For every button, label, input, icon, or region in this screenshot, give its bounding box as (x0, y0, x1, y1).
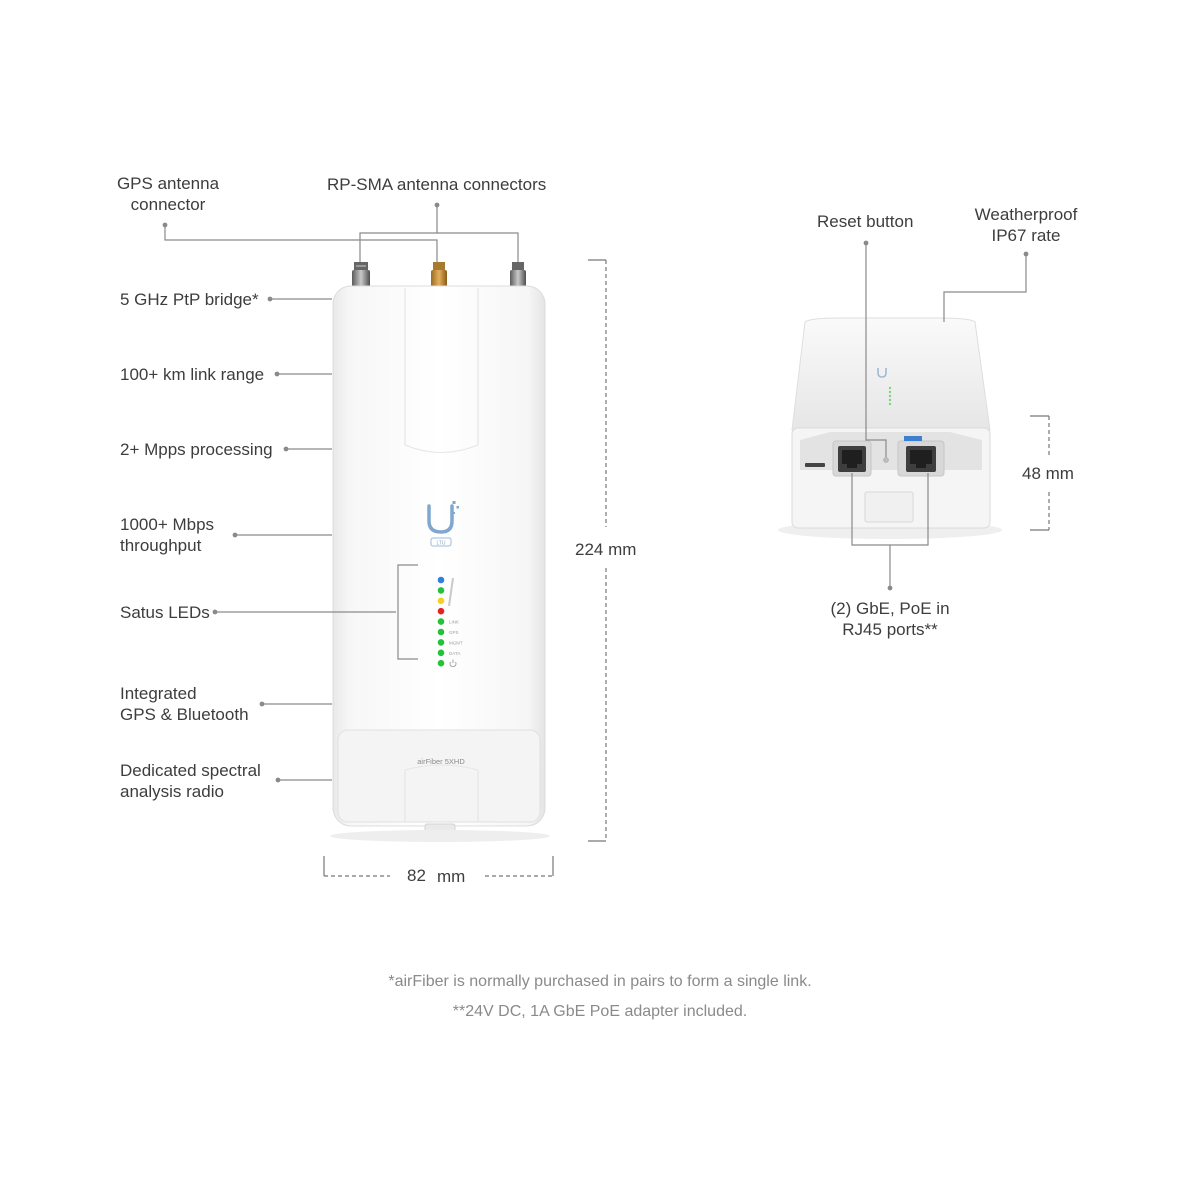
model-label: airFiber 5XHD (417, 757, 465, 766)
callout-throughput: 1000+ Mbps throughput (120, 515, 215, 555)
status-leds (437, 576, 445, 667)
power-icon (449, 659, 457, 668)
status-led (437, 649, 445, 657)
callout-gps-antenna: GPS antenna connector (116, 174, 220, 214)
led-label: GPS (449, 630, 459, 635)
dimension-height (588, 259, 607, 842)
dimension-width-unit: mm (437, 867, 466, 886)
gps-connector (352, 262, 370, 288)
status-led (437, 607, 445, 615)
dimension-width-value: 82 (407, 866, 426, 885)
led-label: MGMT (449, 640, 463, 645)
leader-lines (164, 205, 1027, 781)
leader-dots (162, 202, 1029, 783)
led-label: DATA (449, 651, 460, 656)
led-label: LINK (449, 620, 459, 625)
dimension-depth-label: 48 mm (1022, 464, 1074, 483)
status-led (437, 659, 445, 667)
bottom-cover (337, 729, 541, 823)
dimension-width (323, 856, 554, 877)
status-led (437, 639, 445, 646)
rpsma-connector-silver (510, 262, 526, 288)
footnote-adapter: **24V DC, 1A GbE PoE adapter included. (452, 1003, 748, 1020)
status-led (437, 597, 445, 605)
callout-link-range: 100+ km link range (120, 365, 265, 384)
device-bottom-view (778, 317, 1002, 539)
dimension-depth (1030, 415, 1050, 531)
callout-gps-bluetooth: Integrated GPS & Bluetooth (120, 684, 249, 724)
callout-status-leds: Satus LEDs (120, 603, 210, 622)
callout-processing: 2+ Mpps processing (120, 440, 273, 459)
rj45-port-2 (906, 446, 936, 472)
callout-weatherproof: Weatherproof IP67 rate (974, 205, 1078, 245)
housing-top (791, 317, 991, 431)
footnote-pairs: *airFiber is normally purchased in pairs… (388, 973, 812, 990)
callout-rj45-ports: (2) GbE, PoE in RJ45 ports** (830, 599, 950, 639)
callout-rpsma: RP-SMA antenna connectors (327, 175, 547, 194)
callout-spectral: Dedicated spectral analysis radio (120, 761, 261, 801)
dimension-height-label: 224 mm (575, 540, 637, 559)
rj45-port-1 (838, 446, 866, 472)
status-led (437, 576, 445, 584)
status-led (437, 628, 445, 636)
callout-ptp-bridge: 5 GHz PtP bridge* (120, 290, 259, 309)
ubiquiti-logo-icon (427, 501, 459, 547)
ltu-badge: LTU (436, 541, 445, 547)
device-front (330, 262, 550, 842)
reset-button (883, 457, 889, 463)
rpsma-connector-gold (431, 262, 447, 288)
status-led (437, 587, 445, 594)
status-led (437, 618, 445, 625)
led-labels: LINK GPS MGMT DATA (449, 620, 463, 656)
callout-reset-button: Reset button (817, 212, 914, 231)
